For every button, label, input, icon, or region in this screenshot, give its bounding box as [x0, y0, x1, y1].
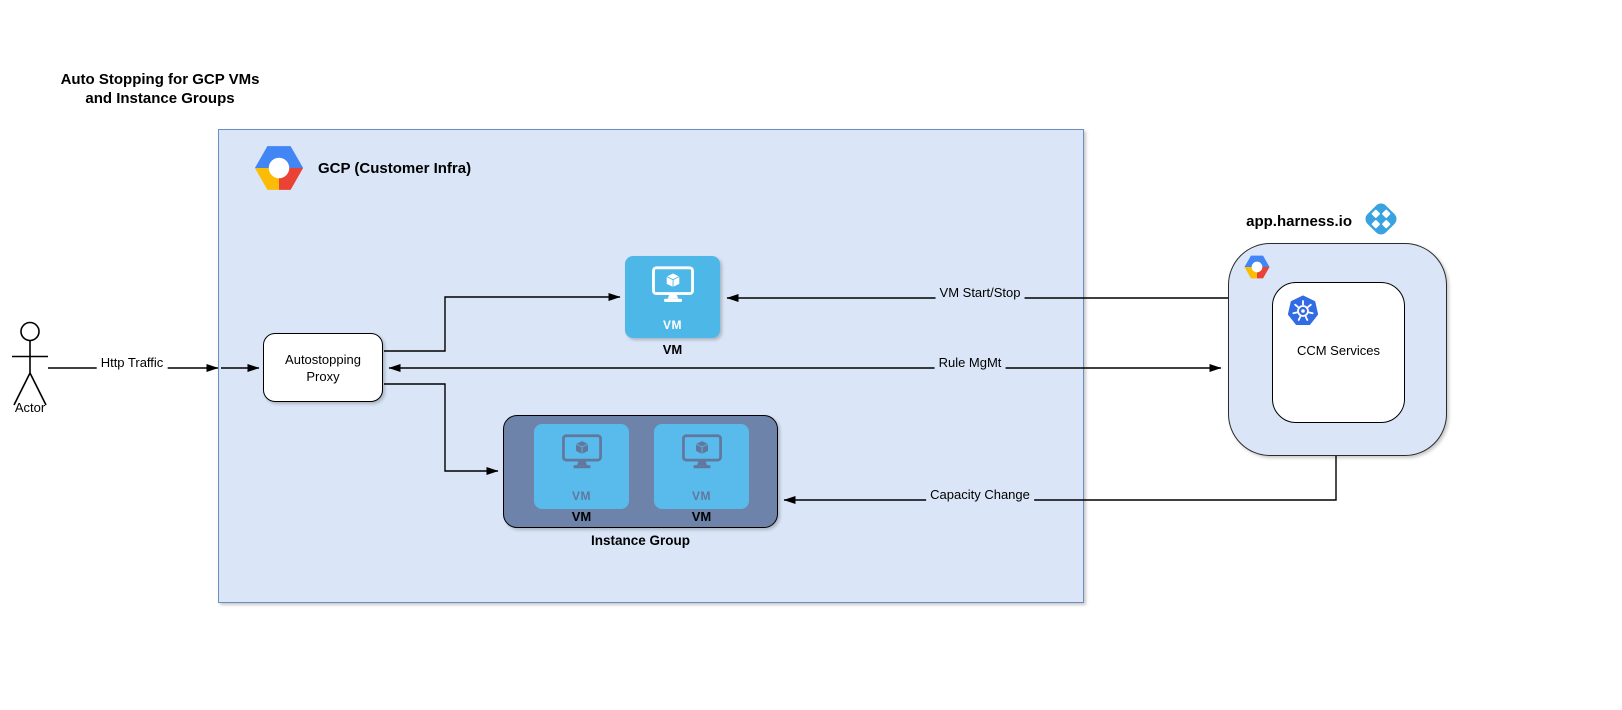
instance-group-box: VM VM VM VM [503, 415, 778, 528]
harness-logo-icon [1365, 203, 1397, 235]
vm-node: VM [625, 256, 720, 338]
edge-label-http-traffic: Http Traffic [96, 354, 168, 371]
diagram-title: Auto Stopping for GCP VMs and Instance G… [40, 70, 280, 108]
vm-icon-inner-label: VM [572, 489, 591, 503]
instance-group-vm-2: VM [654, 424, 749, 509]
instance-group-vm-1: VM [534, 424, 629, 509]
vm-node-label: VM [662, 342, 683, 357]
edge-label-vm-start-stop: VM Start/Stop [935, 284, 1025, 301]
vm-monitor-icon [561, 434, 602, 469]
autostopping-proxy-box: Autostopping Proxy [263, 333, 383, 402]
actor-label: Actor [14, 400, 46, 415]
kubernetes-icon [1287, 295, 1319, 326]
diagram-title-line2: and Instance Groups [85, 90, 235, 107]
proxy-label-line1: Autostopping [285, 351, 361, 367]
gcp-logo-icon-small [1244, 255, 1270, 279]
gcp-box-header: GCP (Customer Infra) [252, 141, 471, 195]
ccm-services-label: CCM Services [1296, 343, 1381, 358]
vm-monitor-icon [651, 266, 694, 303]
edge-label-rule-mgmt: Rule MgMt [934, 354, 1006, 371]
gcp-logo-icon [254, 146, 304, 190]
gcp-box-label: GCP (Customer Infra) [318, 159, 472, 177]
ccm-services-box: CCM Services [1272, 282, 1405, 423]
harness-title: app.harness.io [1246, 213, 1352, 230]
diagram-title-line1: Auto Stopping for GCP VMs [60, 71, 260, 88]
instance-group-vm-2-label: VM [691, 509, 712, 524]
vm-icon-inner-label: VM [692, 489, 711, 503]
vm-icon-inner-label: VM [663, 318, 682, 332]
harness-box: CCM Services [1228, 243, 1447, 456]
actor-figure-icon [12, 321, 48, 406]
vm-monitor-icon [681, 434, 722, 469]
edge-label-capacity-change: Capacity Change [926, 486, 1034, 503]
instance-group-vm-1-label: VM [571, 509, 592, 524]
proxy-label-line2: Proxy [306, 368, 340, 384]
instance-group-label: Instance Group [590, 533, 690, 548]
